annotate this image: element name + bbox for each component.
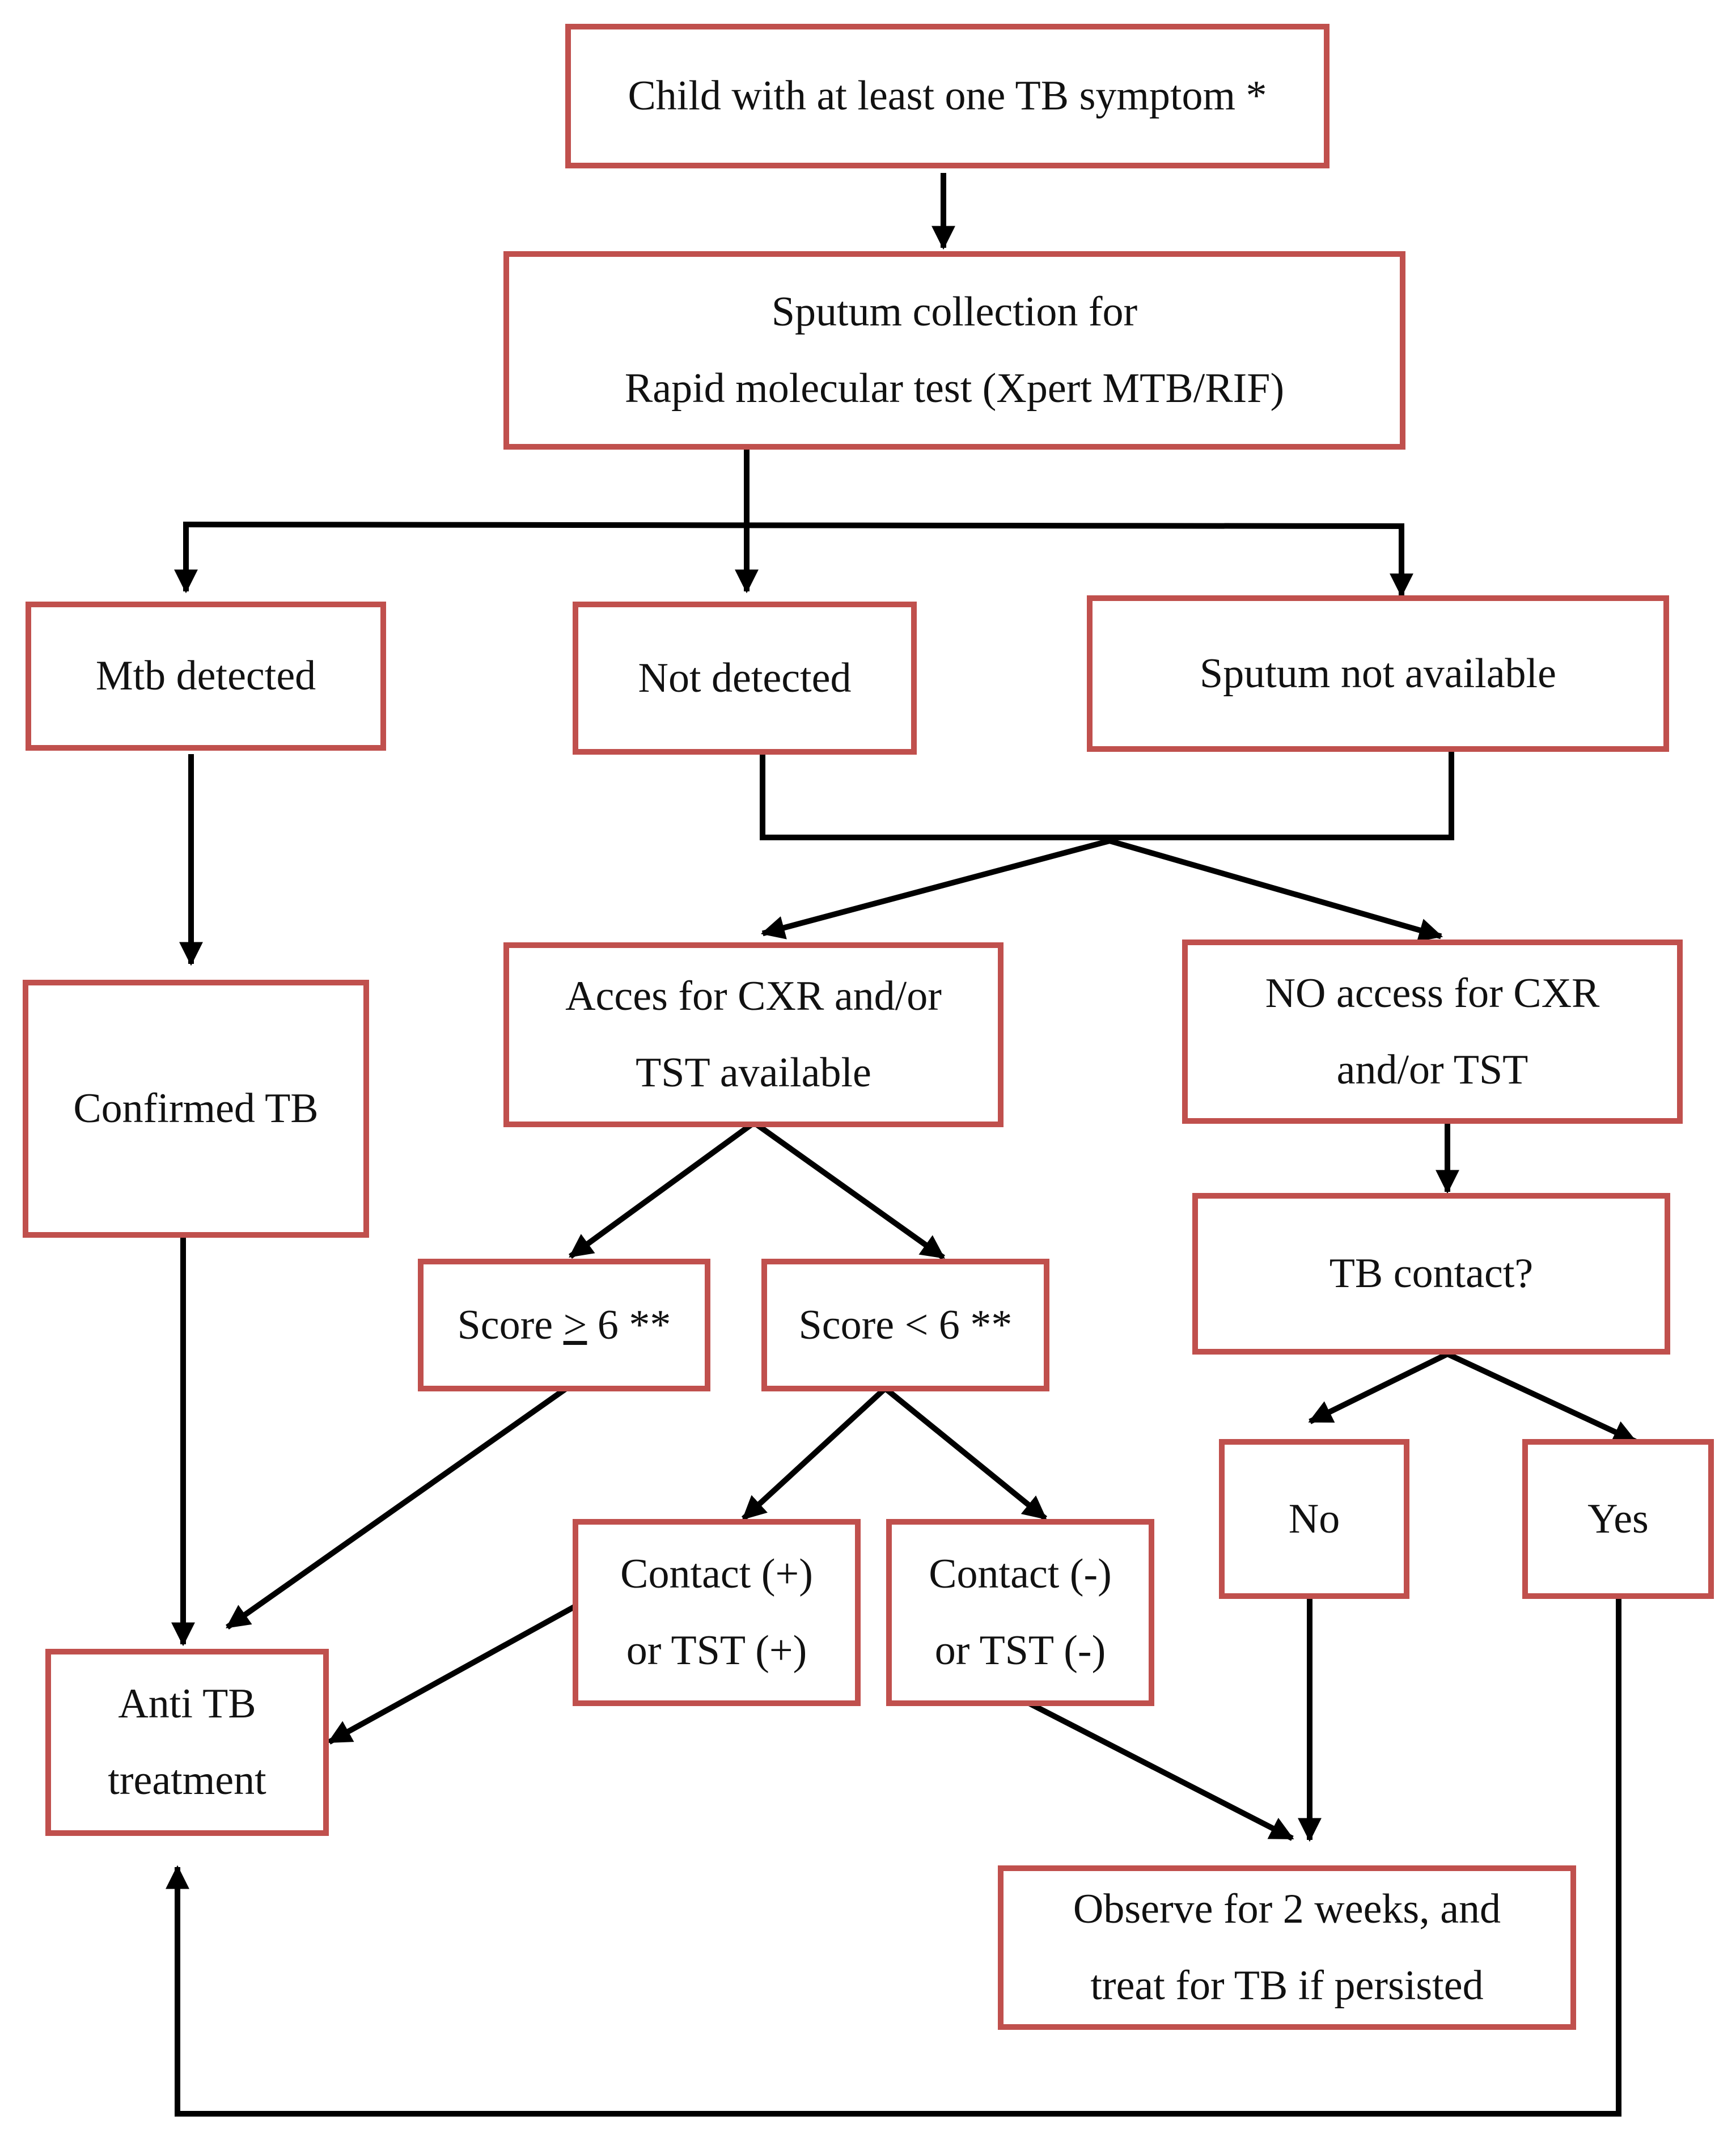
line-join-bracket	[760, 751, 1454, 840]
node-yes: Yes	[1522, 1439, 1714, 1599]
node-sputum-not-available-label: Sputum not available	[1200, 650, 1556, 697]
gte-symbol: >	[563, 1301, 587, 1348]
arrow-yes-to-anti-tb	[166, 1599, 1621, 2117]
node-confirmed-tb-label: Confirmed TB	[73, 1085, 319, 1132]
arrow-tb-contact-to-no	[1308, 1350, 1451, 1424]
node-anti-tb-treatment: Anti TB treatment	[45, 1649, 329, 1836]
node-not-detected: Not detected	[573, 602, 917, 755]
node-sputum-collection: Sputum collection for Rapid molecular te…	[503, 251, 1405, 450]
node-contact-positive: Contact (+) or TST (+)	[573, 1519, 861, 1706]
node-score-high-label: Score > 6 **	[458, 1287, 671, 1364]
node-no-access-cxr-tst-label: NO access for CXR and/or TST	[1265, 970, 1600, 1093]
node-sputum-collection-label: Sputum collection for Rapid molecular te…	[624, 289, 1285, 412]
line-branch-bar	[183, 521, 1405, 530]
node-score-high: Score > 6 **	[418, 1259, 710, 1391]
node-mtb-detected: Mtb detected	[26, 602, 386, 751]
arrow-contact-pos-to-anti-tb	[327, 1601, 582, 1745]
score-high-suffix: 6 **	[587, 1301, 671, 1348]
node-confirmed-tb: Confirmed TB	[23, 980, 369, 1238]
node-contact-positive-label: Contact (+) or TST (+)	[620, 1551, 813, 1674]
node-anti-tb-treatment-label: Anti TB treatment	[108, 1681, 266, 1804]
arrow-tb-contact-to-yes	[1443, 1350, 1637, 1444]
arrow-score-lo-to-contact-neg	[882, 1385, 1048, 1521]
node-not-detected-label: Not detected	[638, 654, 852, 701]
arrow-contact-neg-to-observe	[1026, 1700, 1294, 1841]
node-access-cxr-tst-label: Acces for CXR and/or TST available	[565, 973, 942, 1096]
node-no-label: No	[1288, 1495, 1340, 1542]
arrow-to-no-access	[1106, 837, 1443, 942]
node-mtb-detected-label: Mtb detected	[95, 653, 316, 699]
node-access-cxr-tst: Acces for CXR and/or TST available	[503, 942, 1004, 1127]
node-start: Child with at least one TB symptom *	[565, 24, 1329, 168]
node-tb-contact: TB contact?	[1192, 1193, 1670, 1355]
score-high-prefix: Score	[457, 1301, 564, 1348]
node-contact-negative: Contact (-) or TST (-)	[886, 1519, 1154, 1706]
node-score-low-label: Score < 6 **	[798, 1301, 1013, 1348]
node-tb-contact-label: TB contact?	[1329, 1250, 1534, 1297]
node-observe-label: Observe for 2 weeks, and treat for TB if…	[1073, 1886, 1501, 2009]
node-no: No	[1219, 1439, 1409, 1599]
arrow-to-access	[760, 837, 1113, 940]
arrow-access-to-score-hi	[569, 1119, 758, 1259]
node-sputum-not-available: Sputum not available	[1087, 595, 1669, 752]
arrow-score-lo-to-contact-pos	[741, 1385, 889, 1521]
arrow-access-to-score-lo	[750, 1119, 945, 1260]
node-score-low: Score < 6 **	[761, 1259, 1049, 1391]
node-no-access-cxr-tst: NO access for CXR and/or TST	[1182, 940, 1683, 1124]
arrow-score-hi-to-anti-tb	[226, 1385, 569, 1630]
node-yes-label: Yes	[1587, 1495, 1649, 1542]
node-start-label: Child with at least one TB symptom *	[628, 73, 1267, 119]
node-observe: Observe for 2 weeks, and treat for TB if…	[998, 1865, 1576, 2030]
node-contact-negative-label: Contact (-) or TST (-)	[929, 1551, 1112, 1674]
